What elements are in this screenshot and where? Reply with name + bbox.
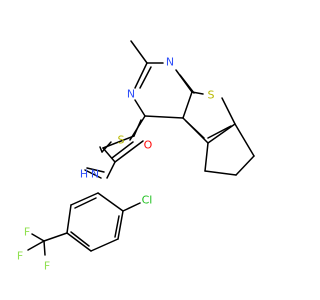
fluorine-atom-1: F (24, 226, 30, 239)
ring-nitrogen-1: N (166, 56, 174, 69)
fluorine-atom-2: F (44, 260, 50, 273)
fluorine-atom-3: F (17, 250, 23, 263)
carbonyl-oxygen: O (144, 139, 153, 152)
amide-hydrogen: H (80, 168, 88, 181)
thiophene-sulfur: S (208, 89, 215, 102)
amide-nitrogen: N (91, 168, 99, 181)
molecule-structure: N N S S O N H Cl F F F (17, 40, 255, 273)
bond-lines (27, 40, 255, 256)
chlorine-atom: Cl (142, 194, 153, 207)
atom-labels: N N S S O N H Cl F F F (17, 56, 215, 273)
ring-nitrogen-3: N (127, 88, 135, 101)
thioether-sulfur: S (118, 134, 125, 147)
